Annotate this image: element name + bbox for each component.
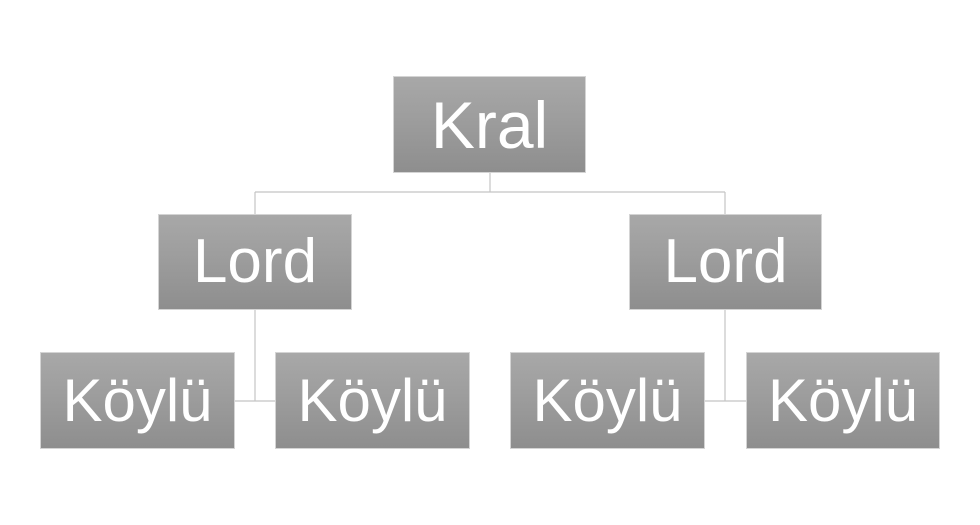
node-lord-right: Lord: [629, 214, 822, 310]
node-koylu-left-2: Köylü: [275, 352, 470, 449]
node-kral: Kral: [393, 76, 586, 173]
node-koylu-left-1: Köylü: [40, 352, 235, 449]
node-lord-left: Lord: [158, 214, 352, 310]
node-koylu-right-2: Köylü: [746, 352, 940, 449]
node-koylu-right-1: Köylü: [510, 352, 705, 449]
